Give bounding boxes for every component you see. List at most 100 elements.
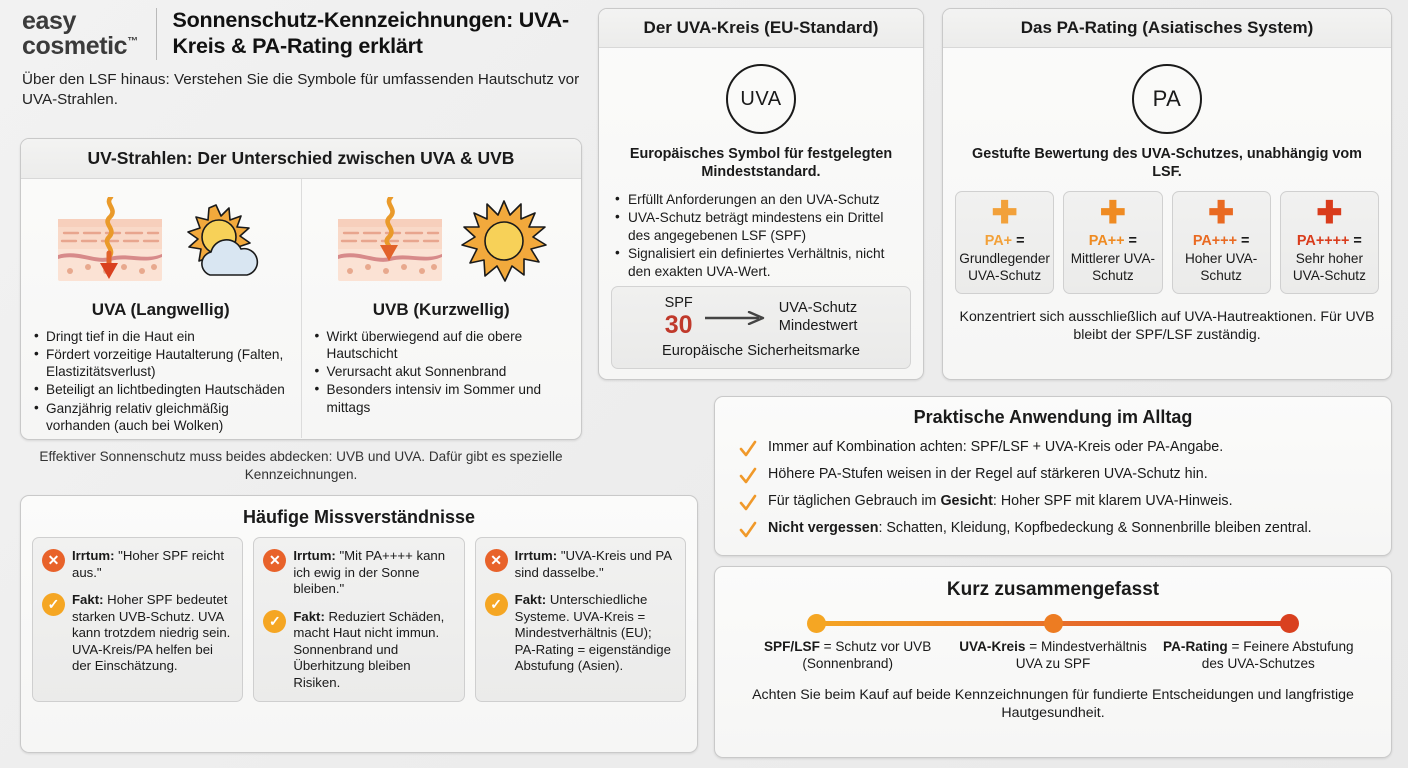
summary-label: UVA-Kreis = Mindestverhältnis UVA zu SPF [959,639,1147,671]
header-divider [155,8,157,60]
timeline-dot [807,614,826,633]
pa-levels-grid: ✚ PA+ = Grundlegender UVA-Schutz ✚ PA++ … [943,181,1391,294]
pa-level-desc: Mittlerer UVA-Schutz [1070,251,1156,283]
summary-heading: Kurz zusammengefasst [946,579,1160,600]
check-icon [739,494,757,511]
uva-circle-subtitle: Europäisches Symbol für festgelegten Min… [629,146,893,180]
myths-heading: Häufige Missverständnisse [242,507,476,527]
list-item: Fördert vorzeitige Hautalterung (Falten,… [33,345,289,380]
pa-level-label: PA+ = [984,233,1025,250]
header: easy cosmetic™ Sonnenschutz-Kennzeichnun… [22,8,592,128]
myth-error-text: Irrtum: "Hoher SPF reicht aus." [72,548,224,580]
summary-label: SPF/LSF = Schutz vor UVB (Sonnenbrand) [763,639,932,671]
uva-icons [33,193,289,293]
summary-labels: SPF/LSF = Schutz vor UVB (Sonnenbrand) U… [745,639,1361,673]
myth-fact-text: Fakt: Hoher SPF bedeutet starken UVB-Sch… [72,592,231,673]
myth-fact-text: Fakt: Reduziert Schäden, macht Haut nich… [293,608,445,690]
sun-icon [461,200,548,282]
myths-panel: Häufige Missverständnisse ✕ Irrtum: "Hoh… [20,495,698,753]
praxis-item: Für täglichen Gebrauch im Gesicht: Hoher… [715,489,1391,516]
check-icon: ✓ [263,609,287,633]
uv-panel-note: Effektiver Sonnenschutz muss beides abde… [39,449,563,482]
spf-value-group: SPF 30 [665,296,693,339]
myth-fact: ✓ Fakt: Unterschiedliche Systeme. UVA-Kr… [484,592,676,675]
list-item: Ganzjährig relativ gleichmäßig vorhanden… [33,398,289,434]
practical-application-panel: Praktische Anwendung im Alltag Immer auf… [714,396,1392,556]
plus-icon: ✚ [991,195,1018,230]
spf-target-line-1: UVA-Schutz [778,300,858,317]
skin-surface-penetration-icon [338,197,443,281]
pa-circle-symbol: PA [1132,64,1202,134]
pa-level-desc: Hoher UVA-Schutz [1184,251,1258,283]
spf-target-group: UVA-Schutz Mindestwert [779,300,858,335]
pa-level-label: PA++++ = [1296,233,1362,250]
pa-rating-panel: Das PA-Rating (Asiatisches System) PA Ge… [942,8,1392,380]
uva-circle-heading: Der UVA-Kreis (EU-Standard) [599,9,923,48]
check-icon [739,521,757,538]
uvb-bullets: Wirkt überwiegend auf die obere Hautschi… [314,327,570,416]
pa-level-label: PA+++ = [1192,233,1250,250]
praxis-item-text: Höhere PA-Stufen weisen in der Regel auf… [768,466,1208,482]
praxis-item: Nicht vergessen: Schatten, Kleidung, Kop… [715,516,1391,543]
check-icon: ✓ [42,593,65,616]
praxis-item-text: Nicht vergessen: Schatten, Kleidung, Kop… [768,520,1312,536]
x-icon: ✕ [42,549,65,572]
spf-label: SPF [664,295,693,312]
pa-level-cell: ✚ PA++++ = Sehr hoher UVA-Schutz [1279,191,1379,294]
praxis-item-text: Immer auf Kombination achten: SPF/LSF + … [768,439,1224,455]
list-item: Wirkt überwiegend auf die obere Hautschi… [314,327,570,362]
praxis-item: Immer auf Kombination achten: SPF/LSF + … [715,435,1391,462]
spf-target-line-2: Mindestwert [778,317,858,334]
list-item: UVA-Schutz beträgt mindestens ein Dritte… [615,208,909,244]
uv-panel-body: UVA (Langwellig) Dringt tief in die Haut… [21,179,581,438]
uv-panel-heading: UV-Strahlen: Der Unterschied zwischen UV… [21,139,581,179]
praxis-heading: Praktische Anwendung im Alltag [913,407,1193,427]
easycosmetic-logo: easy cosmetic™ [22,9,138,59]
page-subtitle: Über den LSF hinaus: Verstehen Sie die S… [22,71,580,108]
myth-card: ✕ Irrtum: "UVA-Kreis und PA sind dasselb… [474,537,686,702]
list-item: Signalisiert ein definiertes Verhältnis,… [615,244,909,280]
uvb-column: UVB (Kurzwellig) Wirkt überwiegend auf d… [302,179,582,438]
uvb-icons [314,193,570,293]
pa-level-desc: Grundlegender UVA-Schutz [959,251,1050,283]
list-item: Beteiligt an lichtbedingten Hautschäden [33,380,289,398]
arrow-right-icon [704,310,764,325]
myth-card: ✕ Irrtum: "Mit PA++++ kann ich ewig in d… [253,537,465,702]
uvb-name: UVB (Kurzwellig) [372,300,510,319]
timeline-dot [1280,614,1299,633]
myth-error-text: Irrtum: "Mit PA++++ kann ich ewig in der… [293,548,446,596]
sun-behind-cloud-icon [186,204,258,276]
logo-line-1: easy [22,7,77,35]
myth-card: ✕ Irrtum: "Hoher SPF reicht aus." ✓ Fakt… [32,537,244,702]
uv-comparison-panel: UV-Strahlen: Der Unterschied zwischen UV… [20,138,582,440]
timeline-dot [1043,614,1063,633]
skin-deep-penetration-icon [57,197,162,281]
page-title: Sonnenschutz-Kennzeichnungen: UVA-Kreis … [172,8,569,58]
spf-value: 30 [664,310,693,339]
check-icon [739,440,757,457]
myth-error-text: Irrtum: "UVA-Kreis und PA sind dasselbe.… [514,548,672,580]
pa-level-label: PA++ = [1088,233,1137,250]
praxis-item: Höhere PA-Stufen weisen in der Regel auf… [715,462,1391,489]
pa-level-desc: Sehr hoher UVA-Schutz [1292,251,1366,283]
myth-error: ✕ Irrtum: "Mit PA++++ kann ich ewig in d… [263,548,454,598]
plus-icon: ✚ [1316,195,1343,230]
summary-panel: Kurz zusammengefasst SPF/LSF = Schutz vo… [714,566,1392,758]
uva-name: UVA (Langwellig) [91,300,230,319]
pa-rating-heading: Das PA-Rating (Asiatisches System) [943,9,1391,48]
spf-footer: Europäische Sicherheitsmarke [662,343,860,359]
list-item: Dringt tief in die Haut ein [33,327,289,345]
check-icon: ✓ [484,593,508,616]
spf-relationship-box: SPF 30 UVA-Schutz Mindestwert Europäisch… [611,286,911,369]
list-item: Verursacht akut Sonnenbrand [314,362,570,380]
myth-fact: ✓ Fakt: Reduziert Schäden, macht Haut ni… [263,609,454,692]
myth-error: ✕ Irrtum: "Hoher SPF reicht aus." [42,548,233,581]
list-item: Erfüllt Anforderungen an den UVA-Schutz [615,190,909,208]
pa-level-cell: ✚ PA+++ = Hoher UVA-Schutz [1171,191,1271,294]
spf-relationship-row: SPF 30 UVA-Schutz Mindestwert [620,296,902,339]
plus-icon: ✚ [1099,195,1126,230]
myth-fact: ✓ Fakt: Hoher SPF bedeutet starken UVB-S… [42,592,233,675]
uva-circle-symbol: UVA [726,64,796,134]
summary-label: PA-Rating = Feinere Abstufung des UVA-Sc… [1163,639,1354,671]
myth-fact-text: Fakt: Unterschiedliche Systeme. UVA-Krei… [514,592,671,673]
